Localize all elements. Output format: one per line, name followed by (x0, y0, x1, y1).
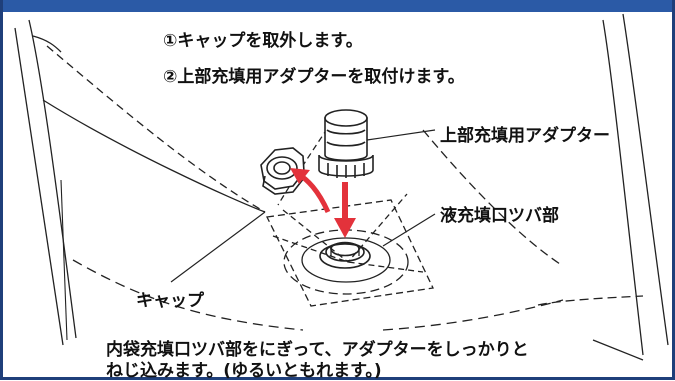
instruction-step-2: ②上部充填用アダプターを取付けます。 (163, 67, 465, 87)
leader-lines (170, 129, 436, 283)
adapter-drawing (318, 109, 374, 178)
label-adapter: 上部充填用アダプター (440, 126, 610, 146)
note-line-1: 内袋充填口ツバ部をにぎって、アダプターをしっかりと (106, 340, 529, 360)
direction-arrows (290, 168, 356, 238)
note-line-2: ねじ込みます。(ゆるいともれます。) (106, 361, 382, 381)
instruction-step-1: ①キャップを取外します。 (163, 31, 363, 51)
label-neck: 液充填口ツバ部 (440, 206, 559, 226)
cap-drawing (260, 147, 305, 195)
installation-illustration (14, 13, 669, 361)
panel-header-bar (3, 0, 672, 12)
label-cap: キャップ (136, 291, 204, 311)
